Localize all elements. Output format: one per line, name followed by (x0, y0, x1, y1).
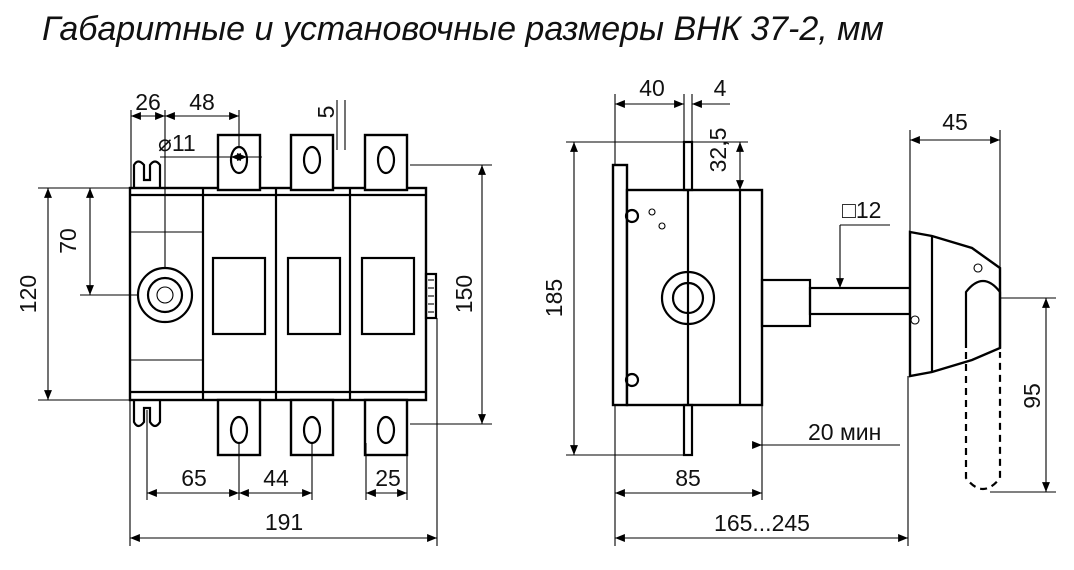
mount-foot-bottom (132, 400, 162, 428)
dim-40: 40 (639, 75, 665, 101)
front-view: 26 48 5 ⌀11 70 120 150 65 44 25 191 (15, 89, 492, 546)
handle-knob (908, 230, 1002, 378)
side-view: 40 4 32,5 185 45 □12 20 мин 85 165...245… (541, 75, 1056, 546)
pole-window-2 (286, 256, 342, 336)
dim-25: 25 (375, 465, 401, 491)
dim-70: 70 (55, 228, 81, 254)
dim-45: 45 (942, 109, 968, 135)
handle-lever-dashed (964, 352, 1002, 491)
dim-165-245: 165...245 (714, 510, 810, 536)
dim-square-12: □12 (842, 197, 881, 223)
dim-48: 48 (189, 89, 215, 115)
dim-5: 5 (313, 106, 339, 119)
dim-95: 95 (1019, 383, 1045, 409)
dim-185: 185 (541, 279, 567, 317)
side-terminal-bottom (682, 403, 694, 457)
side-body (625, 188, 764, 407)
dim-44: 44 (263, 465, 289, 491)
side-gear (660, 270, 716, 326)
dim-120: 120 (15, 275, 41, 313)
shaft (808, 286, 912, 316)
mounting-plate (611, 163, 629, 407)
bottom-terminals (216, 398, 409, 457)
pole-window-3 (360, 256, 416, 336)
dim-26: 26 (135, 89, 161, 115)
top-terminals (216, 133, 409, 192)
shaft-adapter (760, 278, 812, 328)
dim-65: 65 (181, 465, 207, 491)
dim-85: 85 (675, 465, 701, 491)
pole-window-1 (211, 256, 267, 336)
dim-20-min: 20 мин (808, 419, 881, 445)
mount-foot-top (132, 160, 162, 188)
side-terminal-top (682, 140, 694, 192)
dim-150: 150 (451, 275, 477, 313)
switch-body (128, 186, 428, 402)
dim-191: 191 (265, 509, 303, 535)
dim-diameter-11: ⌀11 (158, 130, 196, 156)
dim-32-5: 32,5 (705, 128, 731, 173)
side-knob (424, 272, 438, 320)
dim-4: 4 (714, 75, 727, 101)
page-title: Габаритные и установочные размеры ВНК 37… (42, 10, 884, 48)
